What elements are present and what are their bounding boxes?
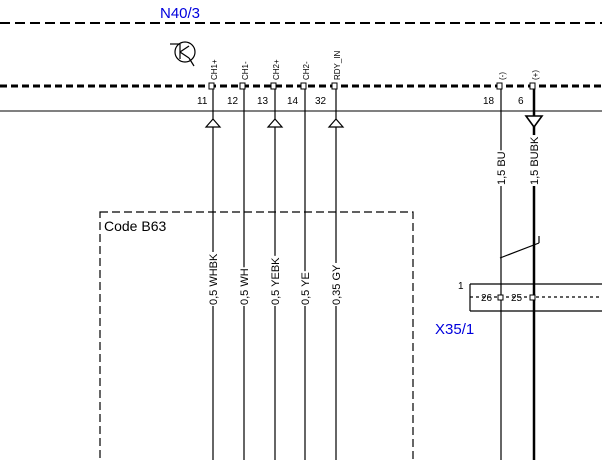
pin-12: 12 CH1- 0,5 WH: [227, 61, 253, 460]
wire-color-label: 1,5 BU: [496, 151, 508, 185]
wire-label-background: [268, 255, 284, 306]
wire-color-label: 0,5 WH: [239, 268, 251, 305]
pin-18: 18 (-) 1,5 BU: [483, 72, 510, 460]
pin-number: 6: [518, 96, 524, 107]
pin-contact: [300, 82, 307, 90]
pin-contact: [496, 82, 503, 90]
wire-color-label: 0,35 GY: [331, 264, 343, 305]
wire-label-background: [298, 271, 314, 306]
pin-number: 11: [197, 96, 208, 107]
pin-number: 12: [227, 96, 239, 107]
pin-signal-label: RDY_IN: [333, 50, 342, 80]
antenna-ground-symbol-icon: [170, 41, 196, 67]
wire-label-background: [237, 267, 253, 306]
wire-label-background: [329, 262, 345, 306]
wire-label-background: [206, 251, 222, 306]
pin-contact: [529, 82, 536, 90]
shield-triangle-icon: [266, 118, 284, 128]
pin-contact: [331, 82, 338, 90]
pin-6: 6 (+) 1,5 BUBK: [518, 70, 544, 460]
pin-14: 14 CH2- 0,5 YE: [287, 61, 314, 460]
pin-contact: [208, 82, 215, 90]
code-box-label: Code B63: [104, 218, 166, 234]
pin-number: 32: [315, 96, 327, 107]
shield-triangle-icon: [524, 115, 544, 129]
pin-signal-label: (-): [498, 72, 507, 80]
connector-x35-1: 1 26 25 X35/1: [435, 281, 602, 338]
pin-13: 13 CH2+ 0,5 YEBK: [257, 59, 284, 460]
pin-contact: [270, 82, 277, 90]
shield-triangle-icon: [204, 118, 222, 128]
module-label: N40/3: [160, 5, 200, 22]
connector-side-pin: 1: [458, 281, 464, 292]
wire-label-background: [494, 150, 510, 186]
pin-signal-label: CH2-: [302, 61, 311, 80]
pin-signal-label: CH1+: [210, 59, 219, 80]
pin-32: 32 RDY_IN 0,35 GY: [315, 50, 345, 460]
switch-symbol: [499, 236, 540, 259]
pin-number: 14: [287, 96, 299, 107]
pin-signal-label: (+): [531, 70, 540, 80]
pin-signal-label: CH2+: [272, 59, 281, 80]
connector-pin-25: 25: [511, 293, 523, 304]
wire-color-label: 0,5 YEBK: [270, 257, 282, 305]
pin-number: 18: [483, 96, 495, 107]
pin-contact: [239, 82, 246, 90]
wire-color-label: 0,5 YE: [300, 272, 312, 305]
pin-11: 11 CH1+ 0,5 WHBK: [197, 59, 222, 460]
code-b63-box: [99, 211, 414, 460]
connector-pin-26: 26: [481, 293, 493, 304]
pin-signal-label: CH1-: [241, 61, 250, 80]
shield-triangle-icon: [327, 118, 345, 128]
wire-color-label: 1,5 BUBK: [529, 136, 541, 185]
pin-number: 13: [257, 96, 269, 107]
wire-color-label: 0,5 WHBK: [208, 253, 220, 305]
wire-label-background: [527, 135, 543, 186]
connector-label: X35/1: [435, 321, 474, 338]
